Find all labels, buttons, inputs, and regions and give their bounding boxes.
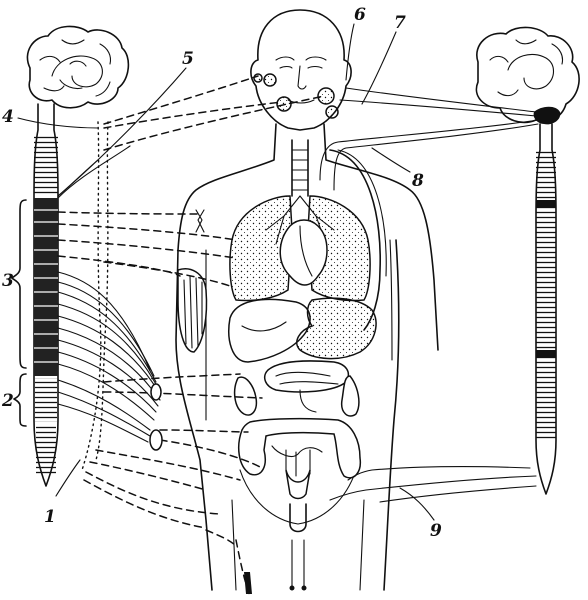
arm-muscle [177,268,208,353]
kidney-right [340,375,360,417]
left-brain [26,25,130,109]
lungs [229,195,371,302]
stomach [296,297,377,360]
liver [228,298,311,363]
trachea [291,139,309,197]
left-spinal-cord [33,103,59,487]
parasympathetic-fibers [319,87,539,503]
label-9: 9 [430,521,442,541]
intestines [263,360,350,413]
label-leaders [17,23,435,521]
right-spinal-cord [535,123,557,495]
label-4: 4 [2,107,14,127]
label-6: 6 [354,5,366,25]
label-5: 5 [182,49,194,69]
label-3: 3 [2,271,14,291]
colon [237,417,362,500]
label-1: 1 [44,507,56,527]
right-brain [475,26,580,125]
label-7: 7 [394,13,406,33]
kidney-left [233,376,258,416]
label-2: 2 [1,391,14,411]
heart [279,219,328,286]
preganglionic-fibers [57,145,163,451]
human-body [175,9,439,597]
sweat-gland [195,209,205,233]
label-8: 8 [411,171,424,191]
sympathetic-chain [81,121,102,471]
